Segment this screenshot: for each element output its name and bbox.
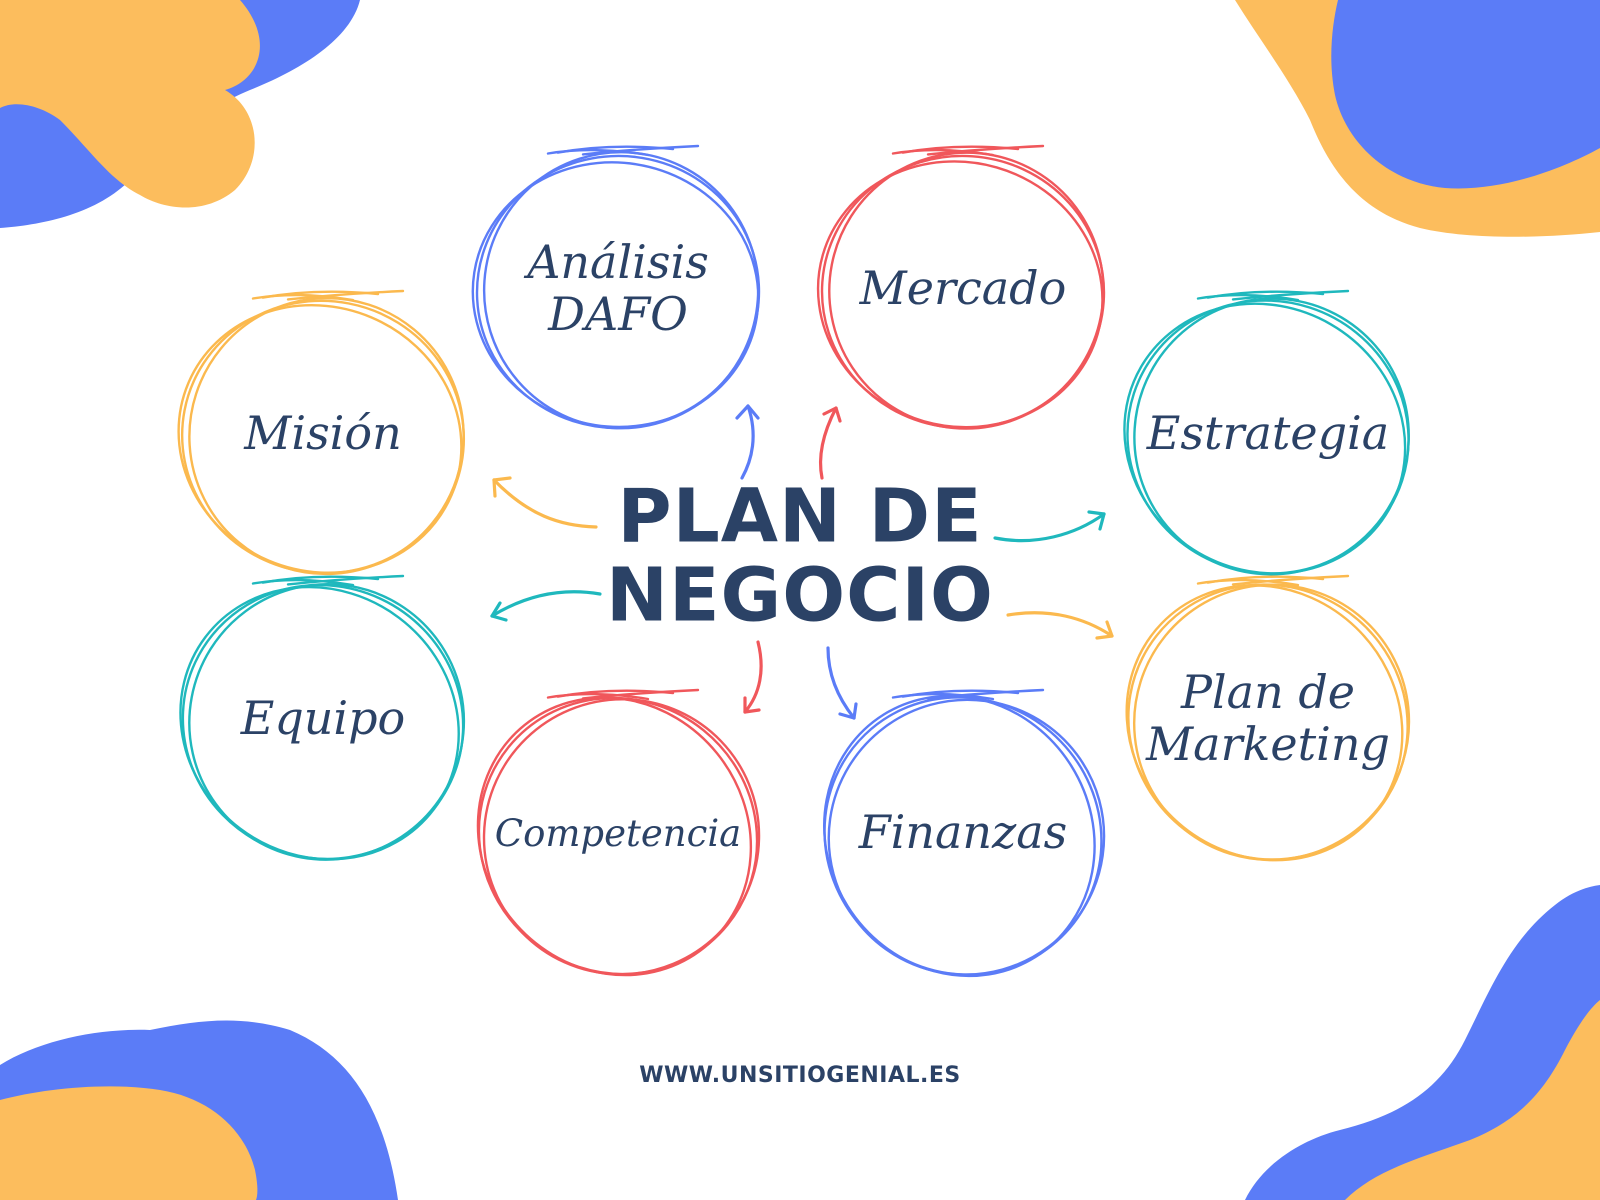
node-rings: [177, 144, 1411, 978]
arrow-to-estrategia: [993, 510, 1106, 543]
arrow-to-mision: [492, 476, 598, 529]
arrow-to-analisis-dafo: [735, 404, 760, 480]
node-ring-competencia: [476, 688, 761, 977]
node-label-finanzas: Finanzas: [858, 805, 1068, 859]
arrow-to-mercado: [818, 406, 842, 480]
node-label-mercado: Mercado: [859, 261, 1067, 315]
node-label-mision: Misión: [243, 406, 401, 460]
blob-top-right-blue: [1331, 0, 1600, 189]
node-label-line: Estrategia: [1146, 406, 1389, 460]
node-ring-mision: [177, 289, 466, 576]
footer-url: WWW.UNSITIOGENIAL.ES: [639, 1063, 961, 1088]
node-ring-mercado: [816, 144, 1106, 430]
node-label-equipo: Equipo: [240, 691, 406, 745]
node-label-competencia: Competencia: [495, 812, 741, 855]
node-label-line: Misión: [243, 406, 401, 460]
arrow-to-plan-de-marketing: [1006, 611, 1114, 640]
blob-top-left-orange: [0, 0, 260, 208]
node-label-line: Finanzas: [858, 805, 1068, 859]
node-ring-estrategia: [1123, 289, 1410, 576]
node-ring-finanzas: [823, 688, 1106, 978]
blob-bottom-left-orange: [0, 1086, 258, 1200]
node-ring-plan-de-marketing: [1125, 574, 1411, 862]
node-label-line: Análisis: [523, 235, 709, 289]
node-label-line: DAFO: [547, 287, 688, 341]
blob-bottom-right-orange: [1345, 1000, 1600, 1200]
node-label-estrategia: Estrategia: [1146, 406, 1389, 460]
arrow-to-equipo: [490, 590, 602, 622]
arrow-to-competencia: [743, 640, 763, 714]
node-label-line: Equipo: [240, 691, 406, 745]
node-label-line: Marketing: [1145, 717, 1390, 771]
node-label-line: Plan de: [1180, 665, 1355, 719]
node-label-line: Mercado: [859, 261, 1067, 315]
node-label-line: Competencia: [495, 812, 741, 855]
node-ring-analisis-dafo: [471, 144, 761, 430]
connector-arrows: [490, 404, 1114, 720]
title-line-2: NEGOCIO: [606, 553, 994, 639]
node-ring-equipo: [179, 574, 466, 861]
arrow-to-finanzas: [826, 646, 858, 720]
central-title: PLAN DE NEGOCIO: [606, 474, 994, 639]
title-line-1: PLAN DE: [617, 474, 982, 560]
